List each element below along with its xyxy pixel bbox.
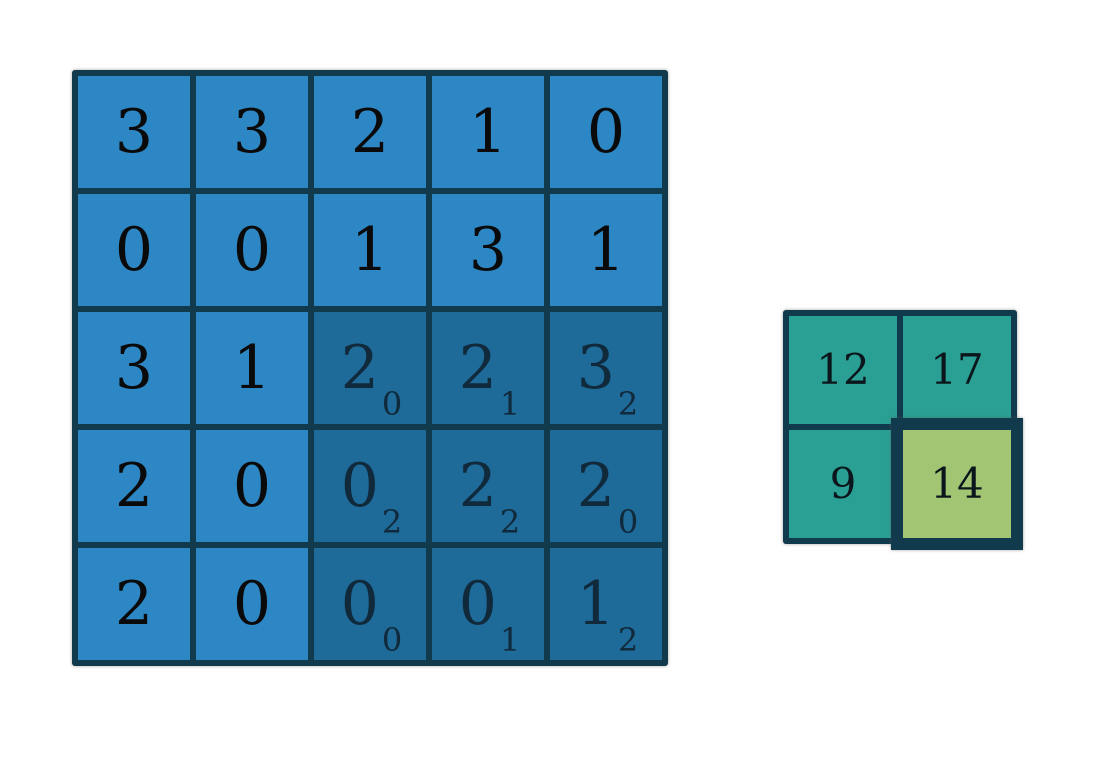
cell-content: 0 bbox=[233, 220, 271, 280]
input-cell: 1 bbox=[314, 194, 426, 306]
input-cell: 2 bbox=[314, 76, 426, 188]
kernel-weight-subscript: 1 bbox=[499, 385, 521, 423]
cell-value: 1 bbox=[350, 215, 390, 285]
input-cell-kernel-overlap: 20 bbox=[550, 430, 662, 542]
cell-content: 0 bbox=[587, 102, 625, 162]
kernel-weight-subscript: 2 bbox=[381, 503, 403, 541]
kernel-weight-subscript: 0 bbox=[381, 621, 403, 659]
cell-value: 0 bbox=[586, 97, 626, 167]
cell-content: 21 bbox=[459, 338, 521, 420]
input-cell-kernel-overlap: 32 bbox=[550, 312, 662, 424]
input-cell-kernel-overlap: 21 bbox=[432, 312, 544, 424]
input-cell: 1 bbox=[432, 76, 544, 188]
cell-content: 00 bbox=[341, 574, 403, 656]
cell-content: 3 bbox=[115, 102, 153, 162]
cell-content: 32 bbox=[577, 338, 639, 420]
cell-content: 12 bbox=[577, 574, 639, 656]
output-cell: 12 bbox=[789, 316, 897, 424]
cell-value: 1 bbox=[468, 97, 508, 167]
cell-content: 1 bbox=[587, 220, 625, 280]
input-cell: 3 bbox=[78, 312, 190, 424]
input-cell: 0 bbox=[550, 76, 662, 188]
kernel-weight-subscript: 0 bbox=[381, 385, 403, 423]
output-cell: 17 bbox=[903, 316, 1011, 424]
cell-value: 2 bbox=[458, 333, 497, 403]
cell-content: 1 bbox=[233, 338, 271, 398]
cell-value: 0 bbox=[340, 451, 379, 521]
cell-content: 02 bbox=[341, 456, 403, 538]
cell-content: 3 bbox=[115, 338, 153, 398]
cell-content: 1 bbox=[351, 220, 389, 280]
cell-value: 0 bbox=[340, 569, 379, 639]
input-cell: 0 bbox=[196, 548, 308, 660]
cell-value: 3 bbox=[468, 215, 508, 285]
output-cell-value: 12 bbox=[816, 345, 870, 394]
cell-value: 2 bbox=[114, 451, 154, 521]
cell-content: 3 bbox=[233, 102, 271, 162]
cell-value: 2 bbox=[114, 569, 154, 639]
cell-content: 3 bbox=[469, 220, 507, 280]
cell-value: 0 bbox=[114, 215, 154, 285]
cell-content: 01 bbox=[459, 574, 521, 656]
kernel-weight-subscript: 2 bbox=[499, 503, 521, 541]
cell-content: 20 bbox=[577, 456, 639, 538]
input-cell: 0 bbox=[196, 194, 308, 306]
output-cell-value: 17 bbox=[930, 345, 984, 394]
cell-content: 2 bbox=[351, 102, 389, 162]
kernel-weight-subscript: 2 bbox=[617, 621, 639, 659]
input-cell: 3 bbox=[432, 194, 544, 306]
input-cell-kernel-overlap: 20 bbox=[314, 312, 426, 424]
cell-content: 0 bbox=[233, 456, 271, 516]
input-cell-kernel-overlap: 12 bbox=[550, 548, 662, 660]
cell-value: 3 bbox=[576, 333, 615, 403]
output-cell: 9 bbox=[789, 430, 897, 538]
cell-value: 0 bbox=[232, 215, 272, 285]
cell-value: 0 bbox=[232, 451, 272, 521]
cell-value: 1 bbox=[576, 569, 615, 639]
cell-value: 3 bbox=[232, 97, 272, 167]
cell-value: 0 bbox=[458, 569, 497, 639]
input-cell: 1 bbox=[550, 194, 662, 306]
cell-value: 2 bbox=[340, 333, 379, 403]
cell-value: 2 bbox=[576, 451, 615, 521]
input-cell: 2 bbox=[78, 430, 190, 542]
input-cell: 1 bbox=[196, 312, 308, 424]
cell-value: 2 bbox=[458, 451, 497, 521]
kernel-weight-subscript: 0 bbox=[617, 503, 639, 541]
cell-value: 1 bbox=[232, 333, 272, 403]
cell-value: 1 bbox=[586, 215, 626, 285]
input-cell-kernel-overlap: 02 bbox=[314, 430, 426, 542]
cell-content: 2 bbox=[115, 456, 153, 516]
input-cell-kernel-overlap: 22 bbox=[432, 430, 544, 542]
kernel-weight-subscript: 1 bbox=[499, 621, 521, 659]
highlighted-output-cell: 14 bbox=[891, 418, 1023, 550]
input-cell: 2 bbox=[78, 548, 190, 660]
cell-content: 22 bbox=[459, 456, 521, 538]
kernel-weight-subscript: 2 bbox=[617, 385, 639, 423]
cell-value: 3 bbox=[114, 333, 154, 403]
cell-content: 1 bbox=[469, 102, 507, 162]
cell-value: 2 bbox=[350, 97, 390, 167]
input-cell: 3 bbox=[78, 76, 190, 188]
input-cell-kernel-overlap: 00 bbox=[314, 548, 426, 660]
cell-content: 0 bbox=[115, 220, 153, 280]
input-cell: 0 bbox=[78, 194, 190, 306]
input-cell-kernel-overlap: 01 bbox=[432, 548, 544, 660]
cell-value: 3 bbox=[114, 97, 154, 167]
cell-content: 20 bbox=[341, 338, 403, 420]
cell-content: 2 bbox=[115, 574, 153, 634]
input-cell: 0 bbox=[196, 430, 308, 542]
output-cell-value: 14 bbox=[930, 459, 984, 508]
cell-content: 0 bbox=[233, 574, 271, 634]
output-cell-value: 9 bbox=[829, 459, 857, 508]
input-cell: 3 bbox=[196, 76, 308, 188]
cell-value: 0 bbox=[232, 569, 272, 639]
